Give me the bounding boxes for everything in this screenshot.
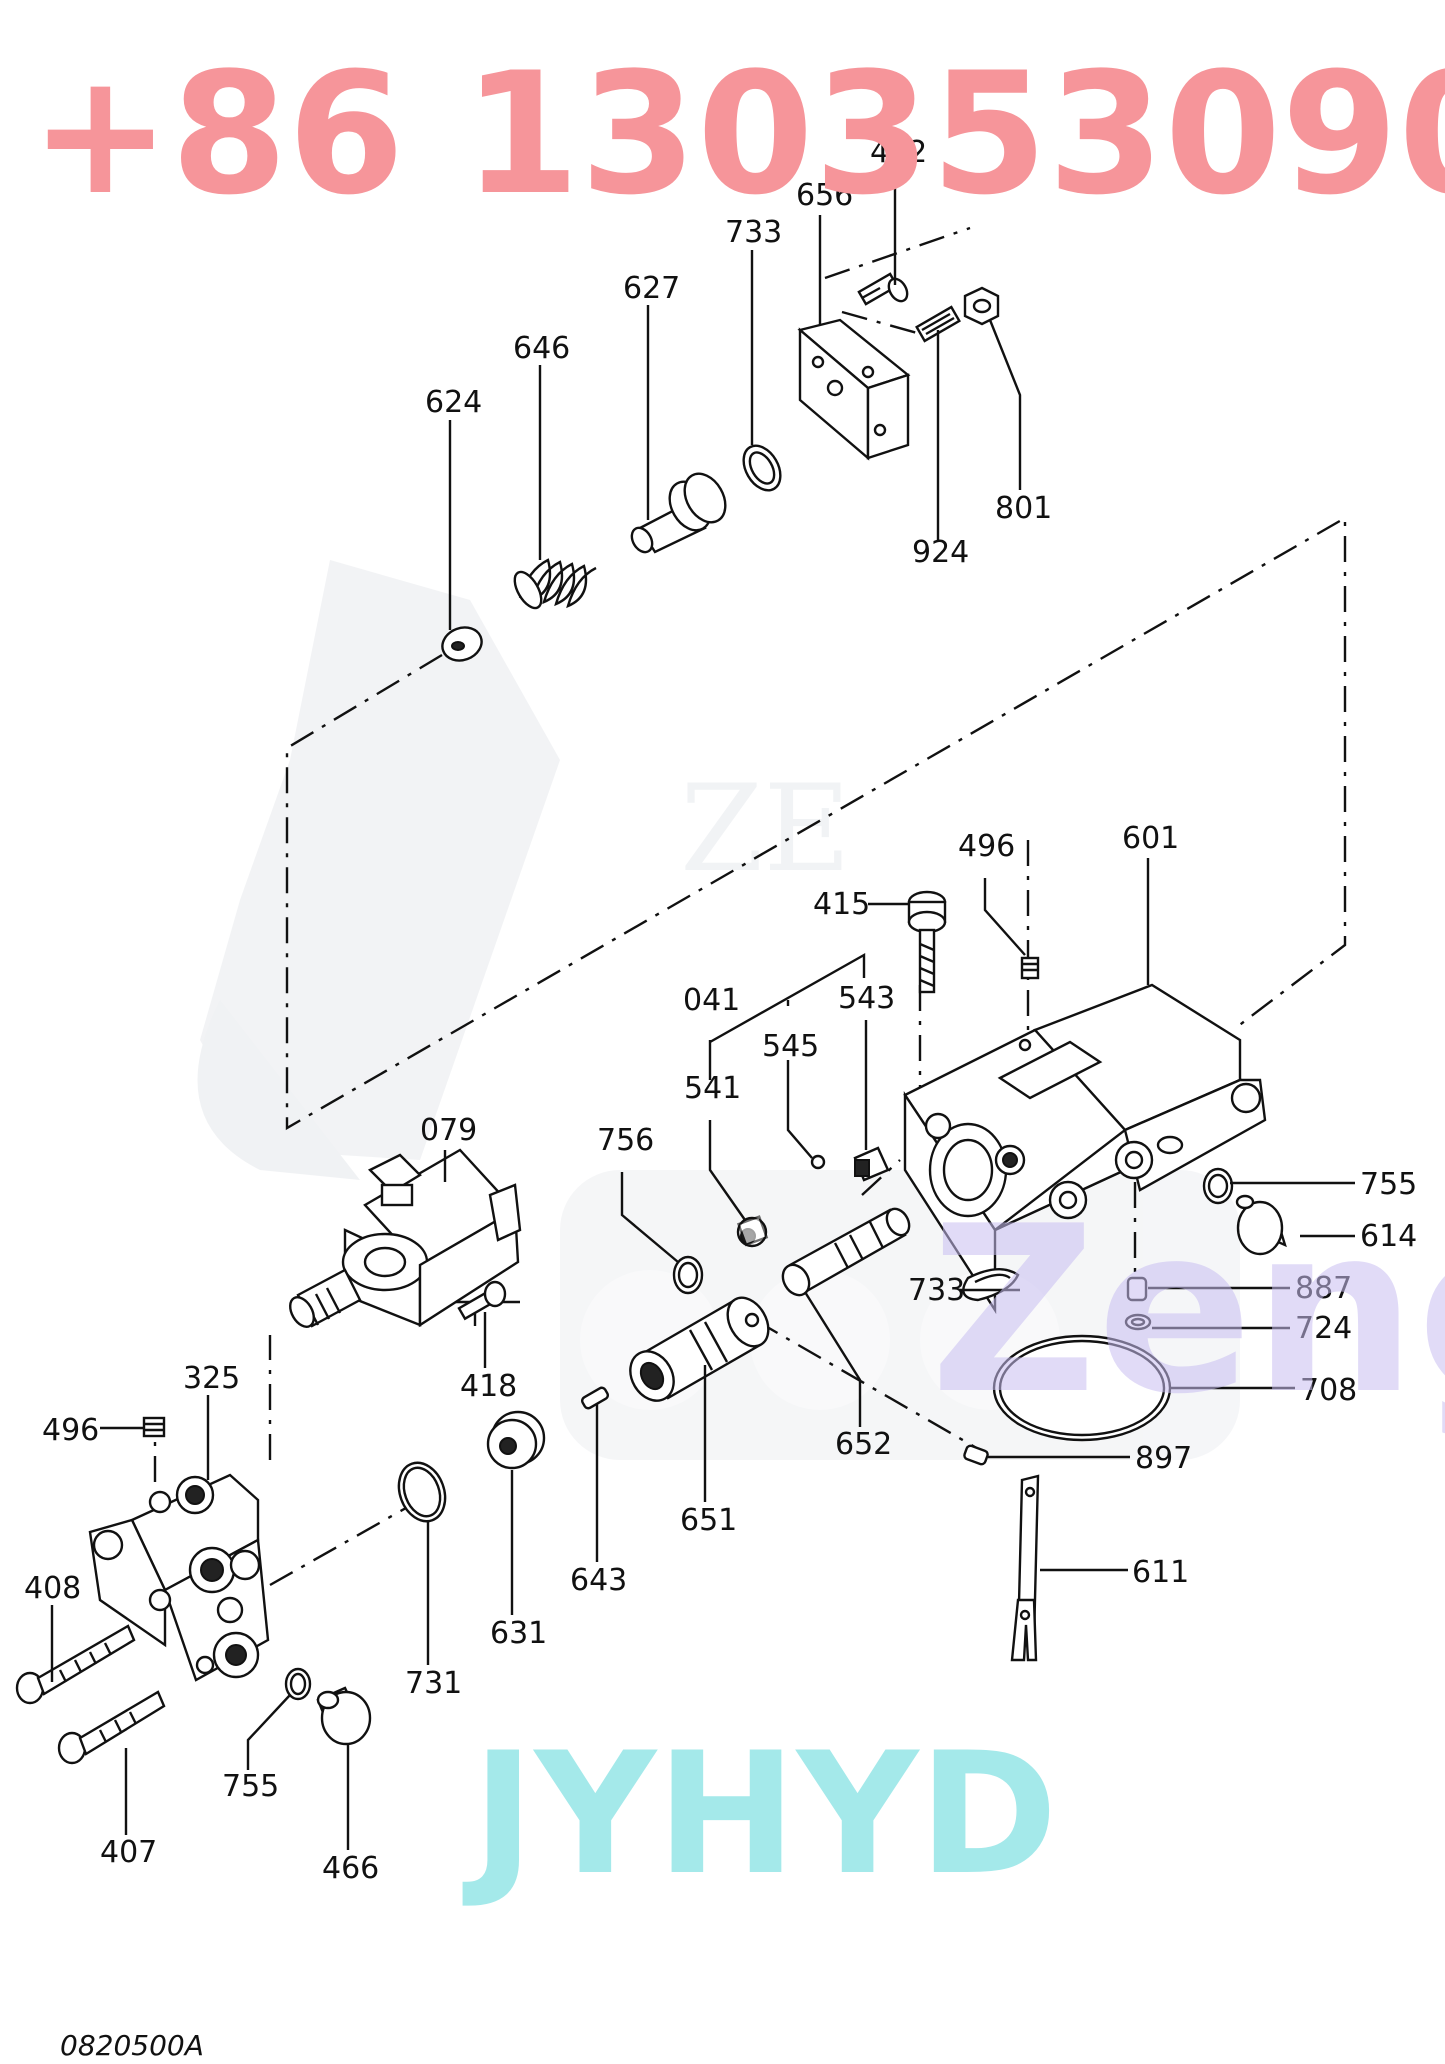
callout-402: 402 <box>870 135 927 170</box>
callout-041: 041 <box>683 983 740 1018</box>
lever-611 <box>1010 1474 1040 1662</box>
solenoid-079 <box>289 1148 522 1328</box>
leader-lines <box>50 168 1355 1850</box>
oring-733-top <box>742 444 782 492</box>
spring-646 <box>513 558 597 610</box>
plug-496-left <box>142 1416 166 1438</box>
zeng-watermark: Zeng <box>930 1178 1445 1445</box>
valve-body-325 <box>88 1473 270 1682</box>
callout-755: 755 <box>1360 1167 1417 1202</box>
bolt-408 <box>15 1624 136 1705</box>
bolt-402 <box>857 272 909 306</box>
oring-731 <box>397 1461 447 1523</box>
sleeve-651 <box>629 1296 770 1402</box>
callout-624: 624 <box>425 385 482 420</box>
callout-079: 079 <box>420 1113 477 1148</box>
callout-631: 631 <box>490 1616 547 1651</box>
callout-643: 643 <box>570 1563 627 1598</box>
callout-656: 656 <box>796 178 853 213</box>
bolt-924 <box>915 305 961 343</box>
callout-466: 466 <box>322 1851 379 1886</box>
nut-801 <box>963 286 1000 326</box>
callout-897: 897 <box>1135 1441 1192 1476</box>
pin-643 <box>581 1386 609 1410</box>
phantom-lines <box>153 226 1347 1587</box>
brand-watermark: JYHYD <box>462 1716 1058 1912</box>
callout-801: 801 <box>995 491 1052 526</box>
ze-watermark: ZE <box>680 760 851 899</box>
cover-plate-656 <box>797 318 911 461</box>
sleeve-631 <box>486 1410 546 1470</box>
callout-407: 407 <box>100 1835 157 1870</box>
callout-731: 731 <box>405 1666 462 1701</box>
callout-418: 418 <box>460 1369 517 1404</box>
spool-652 <box>781 1207 911 1297</box>
callout-496: 496 <box>958 829 1015 864</box>
oring-755-right <box>1202 1167 1234 1205</box>
callout-601: 601 <box>1122 821 1179 856</box>
callout-415: 415 <box>813 887 870 922</box>
callout-408: 408 <box>24 1571 81 1606</box>
spring-seat-627 <box>630 472 727 554</box>
ball-545 <box>810 1154 826 1170</box>
housing-601 <box>903 983 1267 1315</box>
callout-708: 708 <box>1300 1373 1357 1408</box>
callout-724: 724 <box>1295 1311 1352 1346</box>
plug-897 <box>963 1444 989 1466</box>
plug-614 <box>1235 1194 1287 1256</box>
bolt-418 <box>457 1280 507 1321</box>
callout-545: 545 <box>762 1029 819 1064</box>
callout-541: 541 <box>684 1071 741 1106</box>
plug-543 <box>853 1146 890 1182</box>
plug-466 <box>316 1686 372 1746</box>
callout-labels: 402 656 733 627 646 624 801 924 496 601 … <box>24 135 1417 1886</box>
callout-651: 651 <box>680 1503 737 1538</box>
bolt-415 <box>907 890 947 994</box>
callout-325: 325 <box>183 1361 240 1396</box>
washer-624 <box>441 626 483 662</box>
callout-646: 646 <box>513 331 570 366</box>
oring-756 <box>672 1255 704 1295</box>
callout-496: 496 <box>42 1413 99 1448</box>
callout-733: 733 <box>725 215 782 250</box>
callout-652: 652 <box>835 1427 892 1462</box>
callout-611: 611 <box>1132 1555 1189 1590</box>
callout-614: 614 <box>1360 1219 1417 1254</box>
callout-755: 755 <box>222 1769 279 1804</box>
plug-496-top <box>1020 956 1040 980</box>
callout-887: 887 <box>1295 1271 1352 1306</box>
oring-708 <box>992 1334 1172 1442</box>
pin-887 <box>1126 1276 1148 1302</box>
callout-756: 756 <box>597 1123 654 1158</box>
callout-543: 543 <box>838 981 895 1016</box>
drawing-code: 0820500A <box>60 2029 204 2062</box>
callout-627: 627 <box>623 271 680 306</box>
phone-watermark: +86 13035309093 <box>30 36 1445 232</box>
spacer-541 <box>736 1215 769 1248</box>
callout-733: 733 <box>908 1273 965 1308</box>
oring-755-left <box>284 1667 312 1701</box>
bolt-407 <box>57 1690 166 1765</box>
callout-924: 924 <box>912 535 969 570</box>
oring-724 <box>1124 1313 1152 1331</box>
